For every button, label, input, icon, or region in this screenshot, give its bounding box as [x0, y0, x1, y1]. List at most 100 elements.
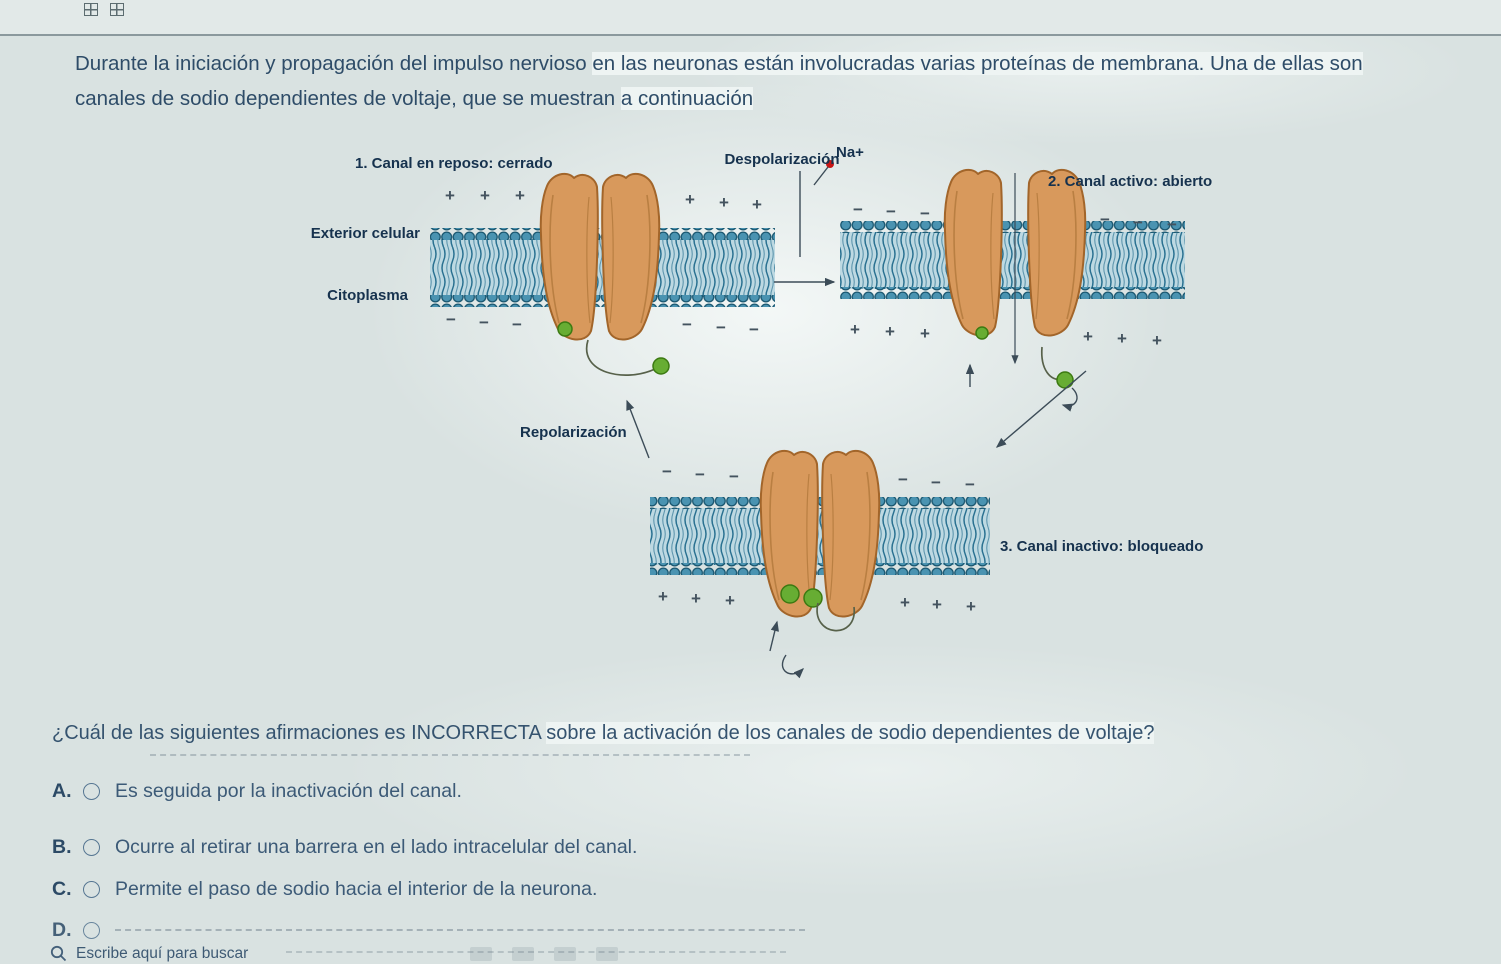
charge-symbol: − — [931, 473, 941, 492]
repolarization-arrow — [626, 399, 650, 459]
charge-symbol: − — [662, 462, 672, 481]
option-letter: D. — [52, 918, 72, 941]
label-exterior-celular: Exterior celular — [311, 225, 420, 242]
taskbar: Escribe aquí para buscar — [0, 938, 1501, 964]
sodium-channel-diagram: 1. Canal en reposo: cerrado Despolarizac… — [311, 144, 1212, 679]
channel-inactivated-blocked — [759, 449, 881, 679]
charge-symbol: − — [965, 475, 975, 494]
charge-symbol: − — [682, 315, 692, 334]
charge-symbol: + — [920, 324, 930, 343]
option-letter: A. — [52, 779, 72, 802]
ball-swing-arrow — [1061, 387, 1078, 412]
charge-symbol: − — [898, 470, 908, 489]
ball-swing-arrow — [781, 654, 804, 679]
charge-symbol: + — [885, 322, 895, 341]
option-letter: C. — [52, 877, 72, 900]
sodium-ion-dot — [826, 160, 834, 168]
charge-symbol: + — [900, 593, 910, 612]
inactivation-ball — [975, 326, 989, 340]
charge-symbol: − — [1133, 213, 1143, 232]
intro-text-highlighted: en las neuronas están involucradas varia… — [592, 52, 1363, 75]
option-label[interactable]: Permite el paso de sodio hacia el interi… — [115, 877, 598, 900]
option-label[interactable]: Ocurre al retirar una barrera en el lado… — [115, 835, 638, 858]
ball-chain — [1041, 346, 1061, 381]
label-state3: 3. Canal inactivo: bloqueado — [1000, 538, 1203, 555]
label-na: Na+ — [836, 144, 864, 161]
ball-plug-arrow — [769, 620, 779, 652]
inactivation-ball — [803, 588, 823, 608]
inactivation-ball — [1056, 371, 1074, 389]
arrow-state2-to-state3 — [995, 370, 1087, 448]
charge-symbol: + — [658, 587, 668, 606]
inactivation-ball — [557, 321, 573, 337]
underline-artifact — [150, 754, 750, 756]
membrane-2 — [840, 221, 1185, 299]
intro-text: Durante la iniciación y propagación del … — [75, 52, 593, 75]
charge-symbol: + — [1117, 329, 1127, 348]
charge-symbol: + — [691, 589, 701, 608]
taskbar-icon[interactable] — [512, 947, 534, 961]
intro-line-1: Durante la iniciación y propagación del … — [75, 46, 1501, 81]
search-icon[interactable] — [50, 945, 68, 963]
charge-symbol: + — [1083, 327, 1093, 346]
charge-symbol: − — [479, 313, 489, 332]
window-icon[interactable] — [84, 3, 98, 16]
membrane-3 — [650, 497, 990, 575]
charge-symbol: − — [446, 310, 456, 329]
charge-symbol: + — [719, 193, 729, 212]
option-letter: B. — [52, 835, 72, 858]
window-icon[interactable] — [110, 3, 124, 16]
option-label[interactable]: Es seguida por la inactivación del canal… — [115, 779, 462, 802]
charge-symbol: + — [932, 595, 942, 614]
question-part: ¿Cuál de las siguientes afirmaciones es … — [52, 722, 547, 744]
search-input[interactable]: Escribe aquí para buscar — [76, 945, 249, 962]
charge-symbol: + — [725, 591, 735, 610]
charge-symbol: + — [480, 186, 490, 205]
intro-paragraph: Durante la iniciación y propagación del … — [75, 46, 1501, 116]
label-repolarization: Repolarización — [520, 424, 627, 441]
radio-button-d[interactable] — [83, 921, 100, 939]
taskbar-icon[interactable] — [470, 947, 492, 961]
charge-symbol: + — [685, 190, 695, 209]
charge-symbol: + — [445, 186, 455, 205]
option-d-clipped[interactable]: D. — [52, 917, 805, 943]
sodium-ion-leader — [813, 166, 829, 186]
inactivation-ball — [780, 584, 800, 604]
charge-symbol: + — [966, 597, 976, 616]
ball-chain — [816, 602, 855, 632]
inactivation-ball — [652, 357, 670, 375]
radio-button-c[interactable] — [83, 880, 100, 898]
intro-line-2: canales de sodio dependientes de voltaje… — [75, 81, 1501, 116]
label-citoplasma: Citoplasma — [327, 287, 409, 304]
charge-symbol: + — [1152, 331, 1162, 350]
bottom-artifact — [286, 951, 786, 953]
channel-active-open — [943, 168, 1087, 412]
charge-symbol: − — [1100, 210, 1110, 229]
clipped-text-artifact — [115, 929, 805, 931]
intro-text: canales de sodio dependientes de voltaje… — [75, 87, 621, 110]
label-depolarization: Despolarización — [724, 151, 839, 168]
label-state1: 1. Canal en reposo: cerrado — [355, 155, 553, 172]
question-part-highlighted: sobre la activación de los canales de so… — [546, 722, 1155, 744]
taskbar-icon[interactable] — [554, 947, 576, 961]
label-state2: 2. Canal activo: abierto — [1048, 173, 1212, 190]
charge-symbol: − — [512, 315, 522, 334]
charge-symbol: − — [729, 467, 739, 486]
ball-chain — [585, 339, 656, 376]
option-a[interactable]: A. Es seguida por la inactivación del ca… — [52, 778, 462, 804]
charge-symbol: − — [749, 320, 759, 339]
intro-text-highlighted: a continuación — [620, 87, 754, 110]
radio-button-a[interactable] — [83, 782, 100, 800]
charge-symbol: − — [695, 465, 705, 484]
top-toolbar — [0, 0, 1501, 36]
radio-button-b[interactable] — [83, 838, 100, 856]
channel-resting-closed — [539, 172, 670, 376]
charge-symbol: − — [886, 202, 896, 221]
question-text: ¿Cuál de las siguientes afirmaciones es … — [52, 722, 1432, 745]
charge-symbol: − — [920, 204, 930, 223]
charge-symbol: − — [1167, 215, 1177, 234]
option-b[interactable]: B. Ocurre al retirar una barrera en el l… — [52, 834, 637, 860]
charge-symbol: + — [515, 186, 525, 205]
option-c[interactable]: C. Permite el paso de sodio hacia el int… — [52, 876, 597, 902]
taskbar-icon[interactable] — [596, 947, 618, 961]
